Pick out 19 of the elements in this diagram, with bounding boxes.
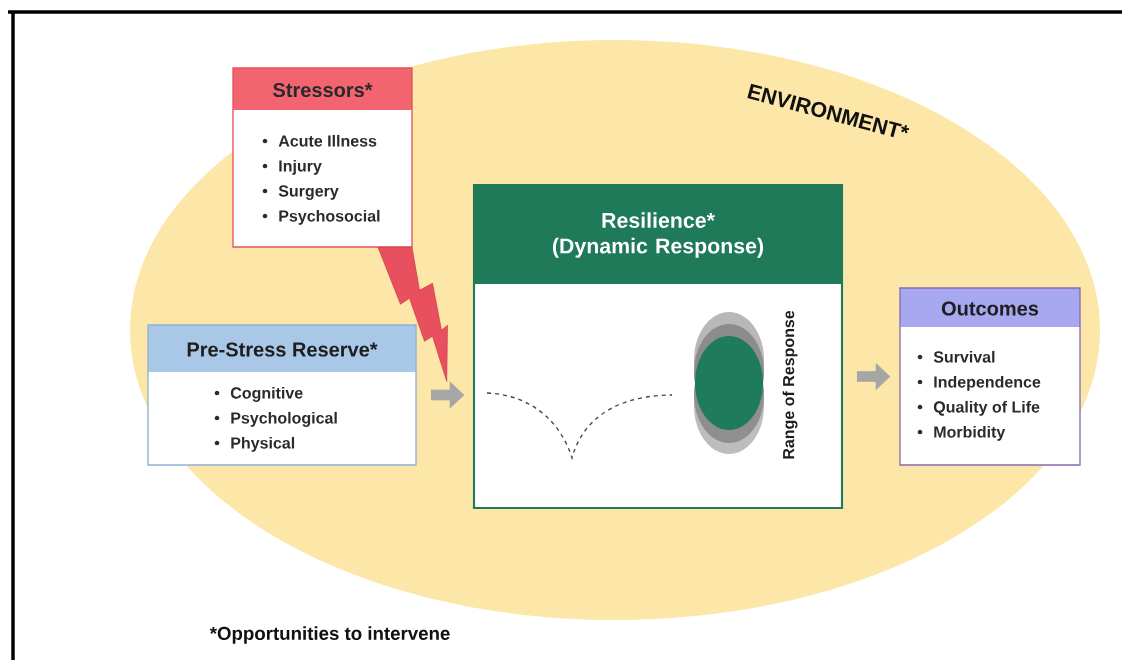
box-heading: Resilience* (Dynamic Response) — [552, 212, 763, 258]
list-item: Psychological — [214, 411, 337, 427]
lightning-arrow — [377, 246, 448, 382]
list-item: Injury — [262, 159, 322, 175]
list-item: Psychosocial — [262, 209, 380, 225]
list-item: Cognitive — [214, 386, 303, 402]
axis-label: Range of Response — [782, 310, 798, 459]
box-heading: Stressors* — [273, 82, 373, 98]
footnote: *Opportunities to intervene — [209, 626, 450, 644]
box-heading: Outcomes — [941, 301, 1039, 316]
list-item: Morbidity — [917, 425, 1006, 441]
list-item: Surgery — [262, 185, 339, 200]
box-heading: Pre-Stress Reserve* — [187, 342, 378, 357]
list-item: Independence — [917, 375, 1041, 391]
list-item: Survival — [917, 350, 995, 363]
list-item: Acute Illness — [262, 134, 377, 147]
resilience-box — [472, 183, 844, 510]
list-item: Physical — [214, 436, 295, 452]
list-item: Quality of Life — [917, 400, 1040, 416]
